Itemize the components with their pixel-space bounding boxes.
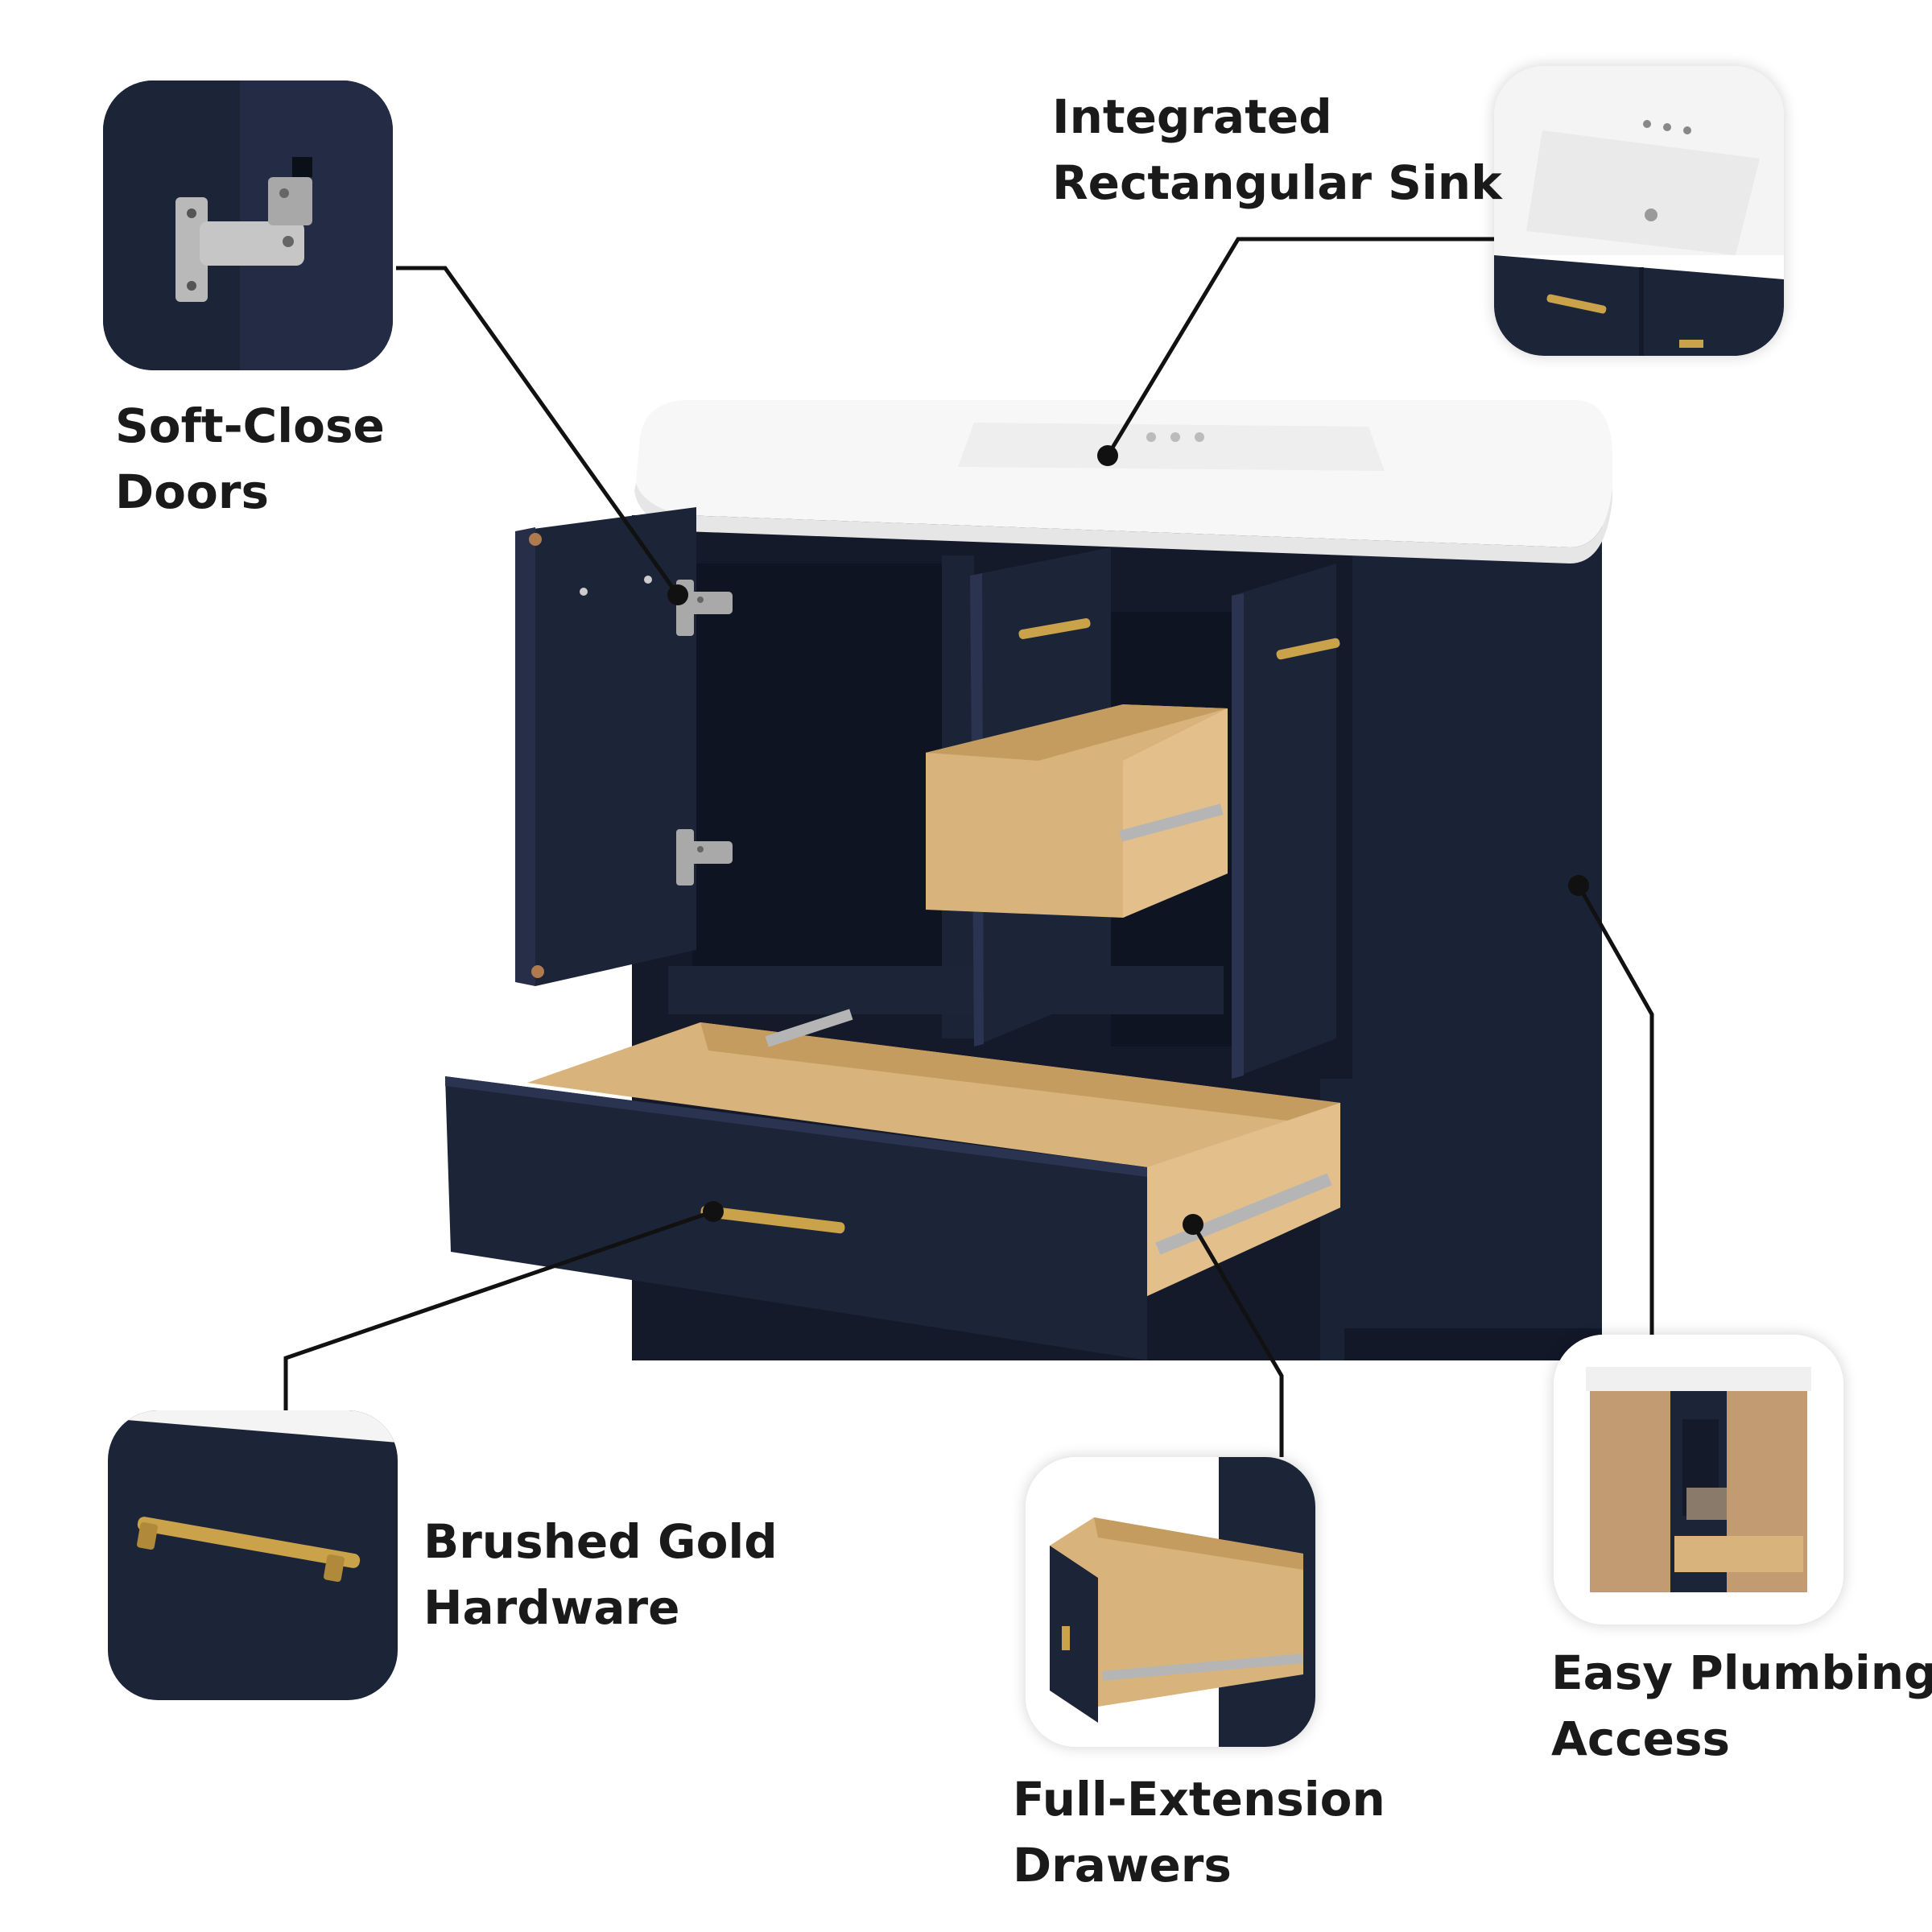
leader-line-soft-close	[396, 266, 680, 597]
sink-thumbnail	[1494, 66, 1784, 356]
drawers-label-line2: Drawers	[1013, 1838, 1232, 1893]
leader-line-hardware	[283, 1209, 714, 1410]
drawers-label: Full-Extension Drawers	[1013, 1766, 1385, 1898]
leader-line-sink	[1105, 237, 1494, 457]
hinge-lower	[676, 829, 733, 886]
leader-dot-sink	[1097, 445, 1118, 466]
hardware-thumbnail	[108, 1410, 398, 1700]
cabinet-interior	[632, 515, 1352, 1360]
cabinet-side-panel	[1344, 515, 1602, 1360]
hardware-label-line2: Hardware	[423, 1580, 680, 1635]
sink-label-line2: Rectangular Sink	[1052, 155, 1502, 210]
drawers-thumbnail	[1026, 1457, 1315, 1747]
plumbing-label-line2: Access	[1551, 1711, 1731, 1766]
bottom-drawer-handle	[700, 1205, 845, 1234]
drawers-label-line1: Full-Extension	[1013, 1772, 1385, 1827]
right-door	[1232, 564, 1336, 1079]
drawer-slide-icon	[1026, 1457, 1315, 1747]
leader-dot-drawers	[1183, 1214, 1203, 1235]
plumbing-label: Easy Plumbing Access	[1551, 1640, 1932, 1772]
cabinet-back-icon	[1554, 1335, 1843, 1624]
soft-close-thumbnail	[103, 80, 393, 370]
countertop	[636, 400, 1612, 547]
bottom-drawer-front	[445, 1076, 1147, 1360]
sink-label-line1: Integrated	[1052, 89, 1332, 144]
door-hinge-icon	[103, 80, 393, 370]
hinge-upper	[676, 580, 733, 636]
bottom-drawer-box	[527, 1022, 1340, 1296]
left-open-door	[515, 507, 696, 986]
hardware-label-line1: Brushed Gold	[423, 1514, 778, 1569]
center-door	[970, 547, 1111, 1046]
leader-dot-soft-close	[667, 584, 688, 605]
plumbing-label-line1: Easy Plumbing	[1551, 1645, 1932, 1700]
sink-label: Integrated Rectangular Sink	[1052, 84, 1502, 216]
leader-dot-hardware	[703, 1201, 724, 1222]
drawer-pull-icon	[108, 1410, 398, 1700]
right-door-handle	[1276, 638, 1340, 660]
soft-close-label: Soft-Close Doors	[115, 393, 385, 525]
leader-line-plumbing	[1576, 884, 1654, 1335]
leader-line-drawers	[1191, 1223, 1284, 1457]
center-door-handle	[1018, 618, 1091, 639]
hardware-label: Brushed Gold Hardware	[423, 1509, 778, 1641]
sink-icon	[1494, 66, 1784, 356]
plumbing-thumbnail	[1554, 1335, 1843, 1624]
leader-dot-plumbing	[1568, 875, 1589, 896]
soft-close-label-line1: Soft-Close	[115, 398, 385, 453]
soft-close-label-line2: Doors	[115, 464, 269, 519]
upper-inner-drawer	[926, 704, 1228, 918]
